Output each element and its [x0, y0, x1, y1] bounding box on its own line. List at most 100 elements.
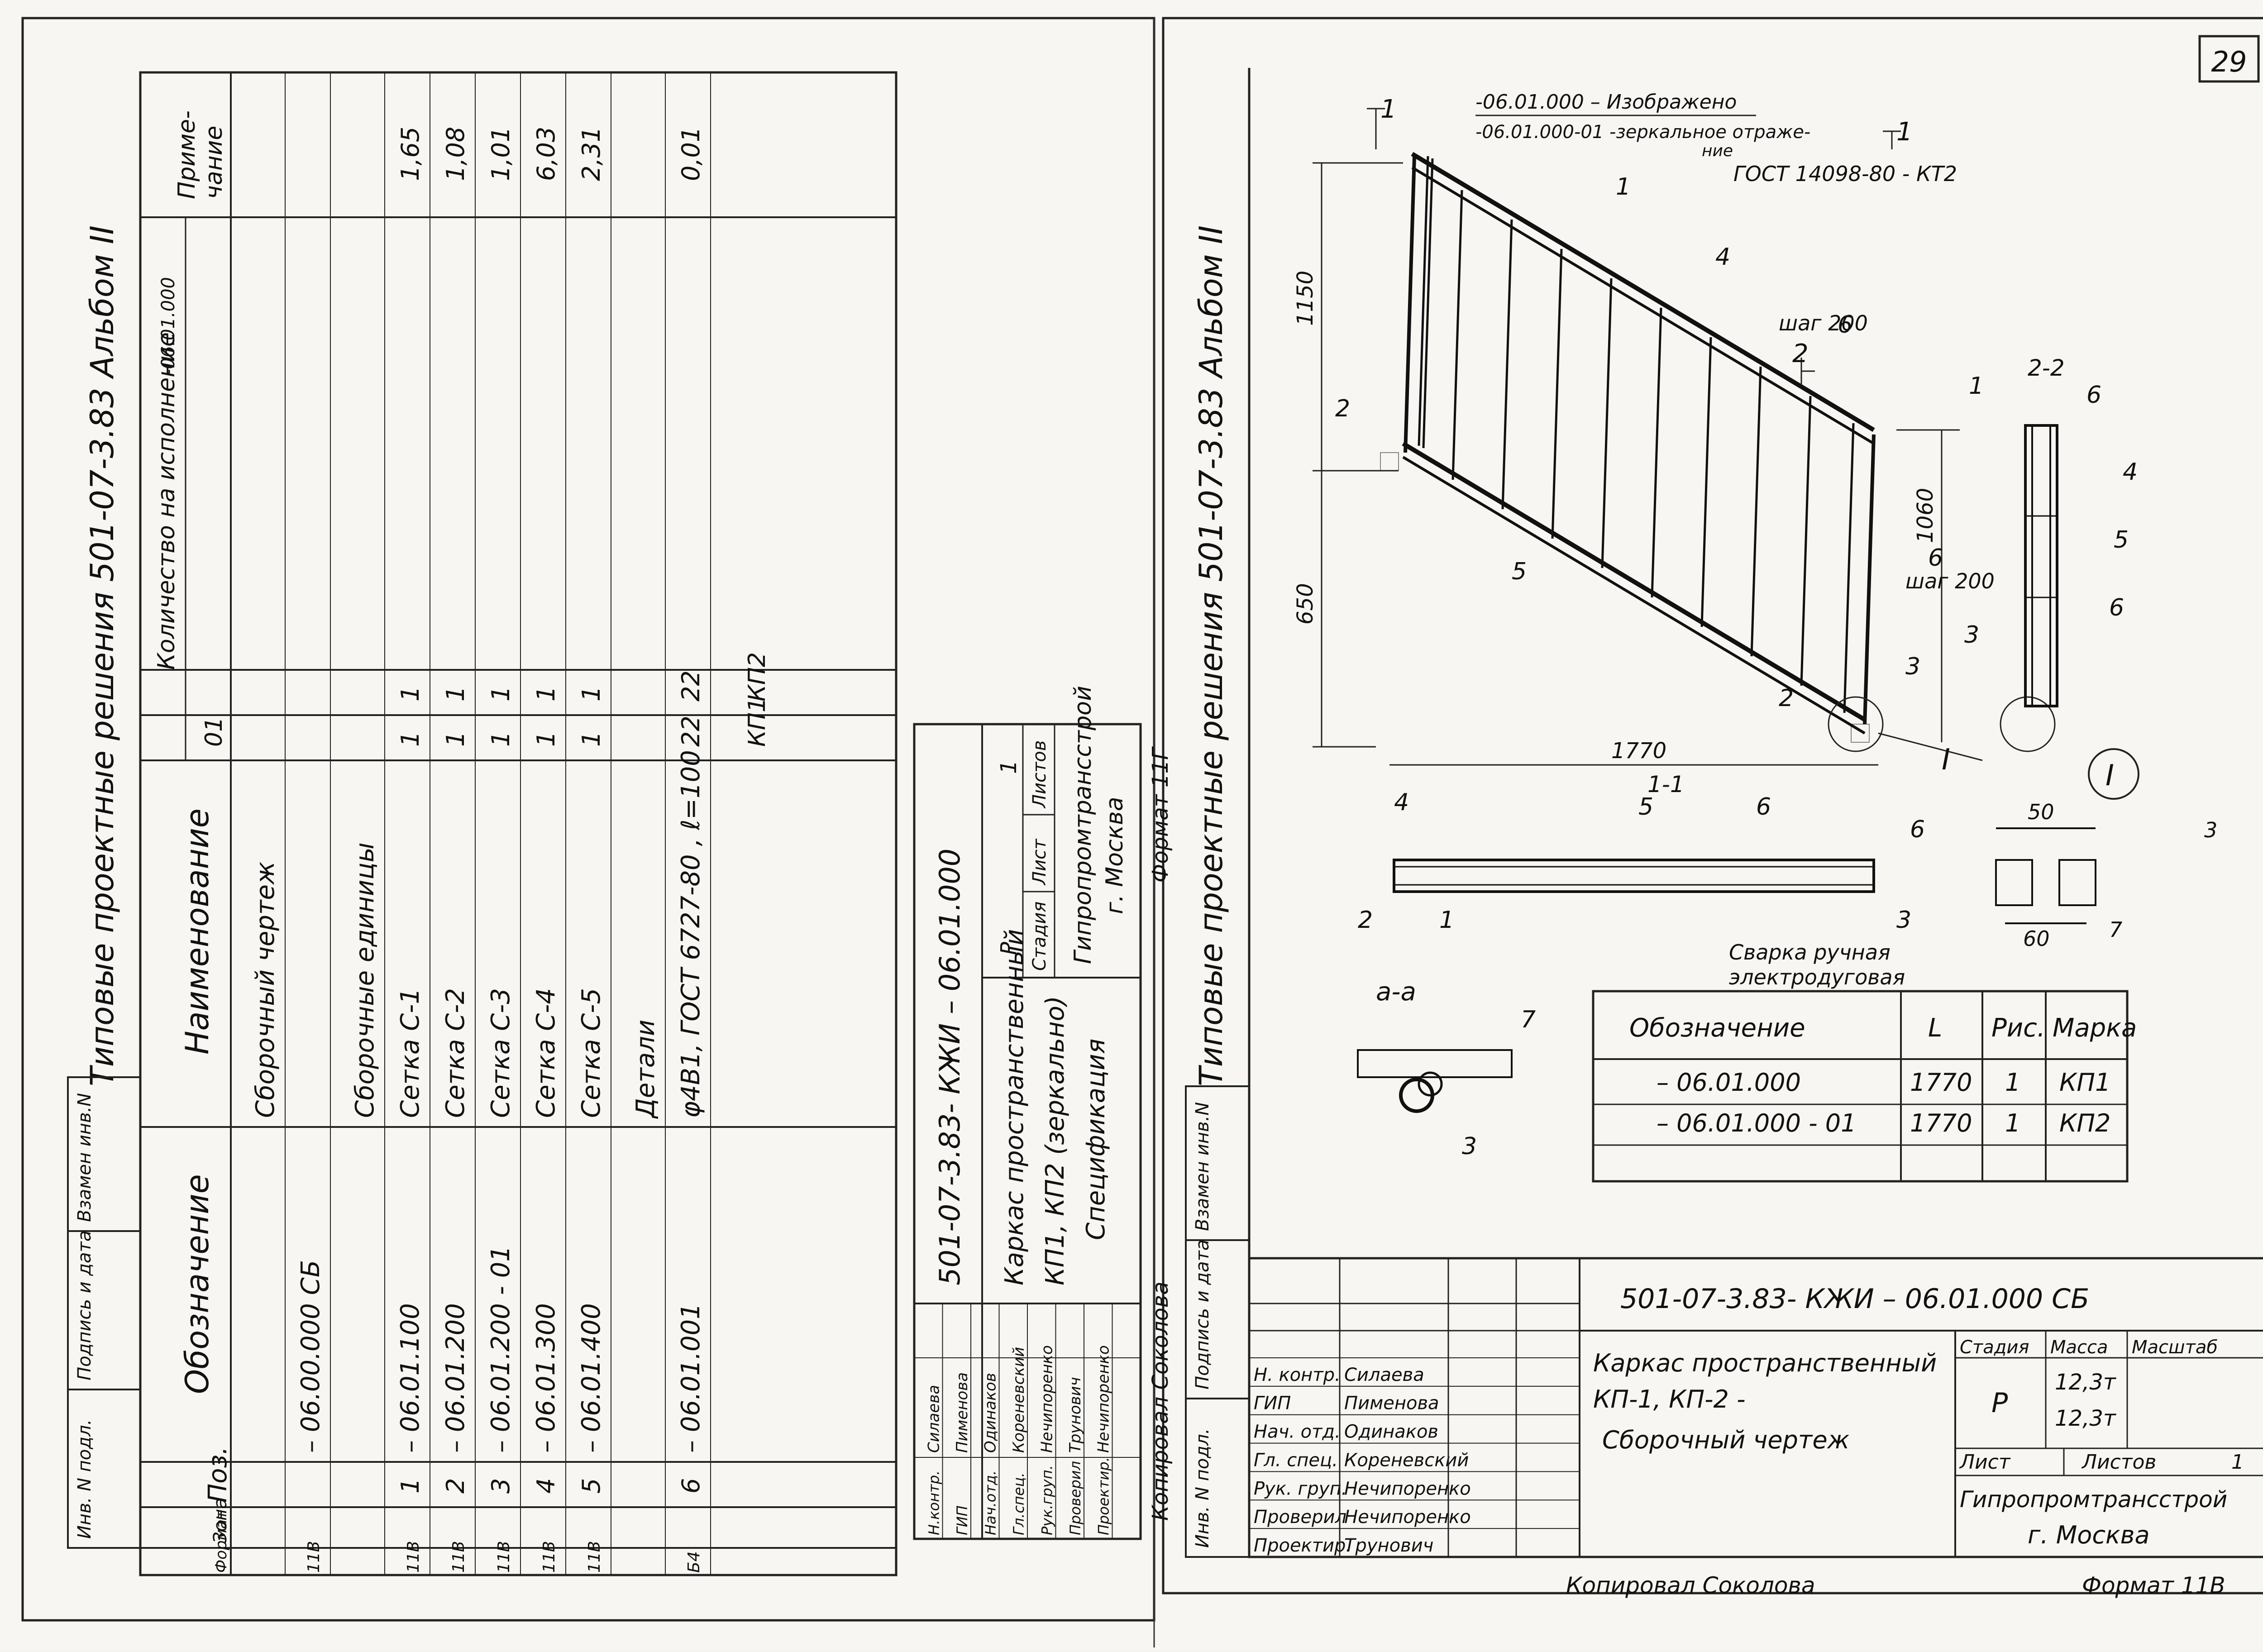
left-strip-replace: Взамен инв.N — [74, 1093, 95, 1222]
callout-4-s22: 4 — [2123, 458, 2138, 486]
right-stamp-person-role: Н. контр. — [1254, 1365, 1341, 1385]
marks-cell-0: – 06.01.000 — [1657, 1068, 1801, 1097]
right-strip-sign: Подпись и дата — [1192, 1240, 1213, 1389]
right-side-title: Типовые проектные решения 501-07-3.83 Ал… — [1193, 225, 1230, 1086]
dim-1770: 1770 — [1611, 738, 1666, 764]
spec-header-qty: Количество на исполнение — [153, 332, 180, 670]
right-stamp-stage-h: Стадия — [1960, 1337, 2029, 1358]
spec-cell-pos: 2 — [441, 1478, 470, 1494]
spec-cell-format: 11В — [404, 1541, 423, 1573]
left-strip-sign: Подпись и дата — [74, 1231, 95, 1380]
section-1-1-label: 1-1 — [1647, 771, 1685, 797]
spec-cell-qty2: 22 — [677, 670, 705, 702]
spec-cell-name: Детали — [631, 1020, 660, 1119]
right-stamp-org2: г. Москва — [2028, 1521, 2150, 1549]
weld-detail — [1995, 827, 2096, 924]
callout-2-s11: 2 — [1358, 907, 1373, 934]
spec-header-note-a: Приме- — [173, 110, 201, 199]
spec-cell-qty1: 1 — [441, 731, 470, 747]
cut-label-2: 2 — [1792, 339, 1809, 368]
left-stamp-person-role: Проектир. — [1095, 1457, 1112, 1535]
note-line1: -06.01.000 – Изображено — [1475, 91, 1737, 114]
spec-cell-qty1: 1 — [487, 731, 515, 747]
marks-header-1: L — [1928, 1013, 1942, 1043]
left-stamp-code: 501-07-3.83- КЖИ – 06.01.000 — [933, 849, 966, 1285]
left-stamp-format: Формат 11Г — [1148, 746, 1173, 883]
section-a-a-label: а-а — [1376, 977, 1416, 1007]
spec-cell-designation: – 06.01.200 — [441, 1303, 470, 1453]
callout-7-aa: 7 — [1521, 1006, 1536, 1033]
callout-3-iso: 3 — [1905, 653, 1920, 680]
spec-cell-designation: – 06.01.100 — [396, 1303, 425, 1453]
left-stamp: 501-07-3.83- КЖИ – 06.01.000 Каркас прос… — [913, 686, 1173, 1540]
section-a-a — [1357, 1049, 1513, 1113]
kp-label-1: КП1 — [744, 697, 771, 747]
right-strip-replace: Взамен инв.N — [1192, 1102, 1213, 1231]
spec-cell-qty1: 1 — [396, 731, 425, 747]
left-stamp-person-role: Гл.спец. — [1010, 1472, 1027, 1535]
spec-cell-note: 1,08 — [441, 127, 470, 181]
spec-cell-format: 11В — [540, 1541, 559, 1573]
right-stamp-scale-h: Масштаб — [2132, 1337, 2218, 1358]
left-stamp-title-3: Спецификация — [1081, 1039, 1111, 1240]
marks-cell-1: 1770 — [1910, 1109, 1972, 1137]
left-stamp-org2: г. Москва — [1101, 797, 1128, 914]
right-stamp-person-role: Гл. спец. — [1254, 1450, 1338, 1471]
spec-header-name: Наименование — [179, 808, 216, 1055]
right-stamp-person-role: Нач. отд. — [1254, 1422, 1341, 1442]
spec-cell-qty2: 1 — [487, 686, 515, 702]
left-stamp-org1: Гипропромтрансстрой — [1069, 686, 1097, 964]
right-stamp-person-role: Проектир. — [1254, 1535, 1351, 1556]
callout-3-s11: 3 — [1896, 907, 1911, 934]
callout-1-s22: 1 — [1969, 372, 1984, 400]
left-stamp-person-role: Проверил — [1067, 1461, 1084, 1535]
spec-cell-pos: 5 — [577, 1478, 606, 1494]
callout-6-s11-b: 6 — [1910, 816, 1925, 843]
spec-table: ФорматЗонаПоз.ОбозначениеНаименованиеКол… — [139, 71, 898, 1576]
spec-cell-designation: – 06.01.200 - 01 — [486, 1246, 516, 1453]
dim-1060: 1060 — [1913, 488, 1938, 543]
left-stamp-person-role: ГИП — [954, 1505, 971, 1535]
spec-cell-name: Сетка С-2 — [441, 988, 470, 1118]
weld-note-2: электродуговая — [1729, 965, 1905, 989]
left-stamp-person-role: Нач.отд. — [982, 1471, 999, 1535]
right-stamp-person-name: Силаева — [1344, 1365, 1424, 1385]
spec-header-qty-col1: 01 — [201, 717, 228, 747]
callout-5-s22: 5 — [2114, 526, 2129, 554]
left-side-title: Типовые проектные решения 501-07-3.83 Ал… — [84, 225, 121, 1086]
weld-note-1: Сварка ручная — [1729, 940, 1891, 964]
right-stamp-sheets: 1 — [2231, 1451, 2244, 1474]
callout-7-weld: 7 — [2109, 917, 2122, 942]
left-stamp-title-1: Каркас пространственный — [1000, 929, 1029, 1285]
left-stamp-person-name: Трунович — [1066, 1377, 1084, 1453]
spec-cell-qty2: 1 — [396, 686, 425, 702]
spec-cell-note: 1,01 — [487, 127, 515, 181]
spec-cell-note: 1,65 — [396, 127, 425, 181]
spec-cell-qty1: 1 — [577, 731, 606, 747]
callout-5-iso: 5 — [1512, 558, 1527, 585]
spec-cell-note: 0,01 — [677, 127, 705, 181]
marks-header-0: Обозначение — [1629, 1013, 1805, 1043]
callout-3-s22: 3 — [1964, 621, 1979, 649]
section-1-1 — [1393, 859, 1875, 893]
section-2-2-label: 2-2 — [2028, 355, 2065, 381]
left-stamp-person-role: Рук.груп. — [1039, 1465, 1056, 1535]
right-stamp-title-3: Сборочный чертеж — [1602, 1426, 1850, 1454]
marks-header-2: Рис. — [1991, 1013, 2045, 1043]
dim-650: 650 — [1293, 583, 1318, 625]
left-stamp-person-role: Н.контр. — [926, 1471, 943, 1535]
dim-60: 60 — [2023, 926, 2050, 951]
left-stamp-sheets: 1 — [996, 760, 1022, 774]
page-number: 29 — [2211, 45, 2247, 78]
spec-cell-name: Сборочные единицы — [350, 842, 380, 1118]
spec-cell-pos: 6 — [677, 1478, 705, 1494]
spec-cell-name: φ4В1, ГОСТ 6727-80 , ℓ=100 — [676, 750, 706, 1118]
spec-cell-note: 2,31 — [577, 127, 606, 181]
right-stamp-title-2: КП-1, КП-2 - — [1593, 1385, 1746, 1413]
dim-50: 50 — [2028, 800, 2054, 824]
callout-6-iso: 6 — [1838, 311, 1852, 339]
right-stamp-mass1: 12,3т — [2055, 1370, 2117, 1395]
callout-1-s11: 1 — [1439, 907, 1454, 934]
